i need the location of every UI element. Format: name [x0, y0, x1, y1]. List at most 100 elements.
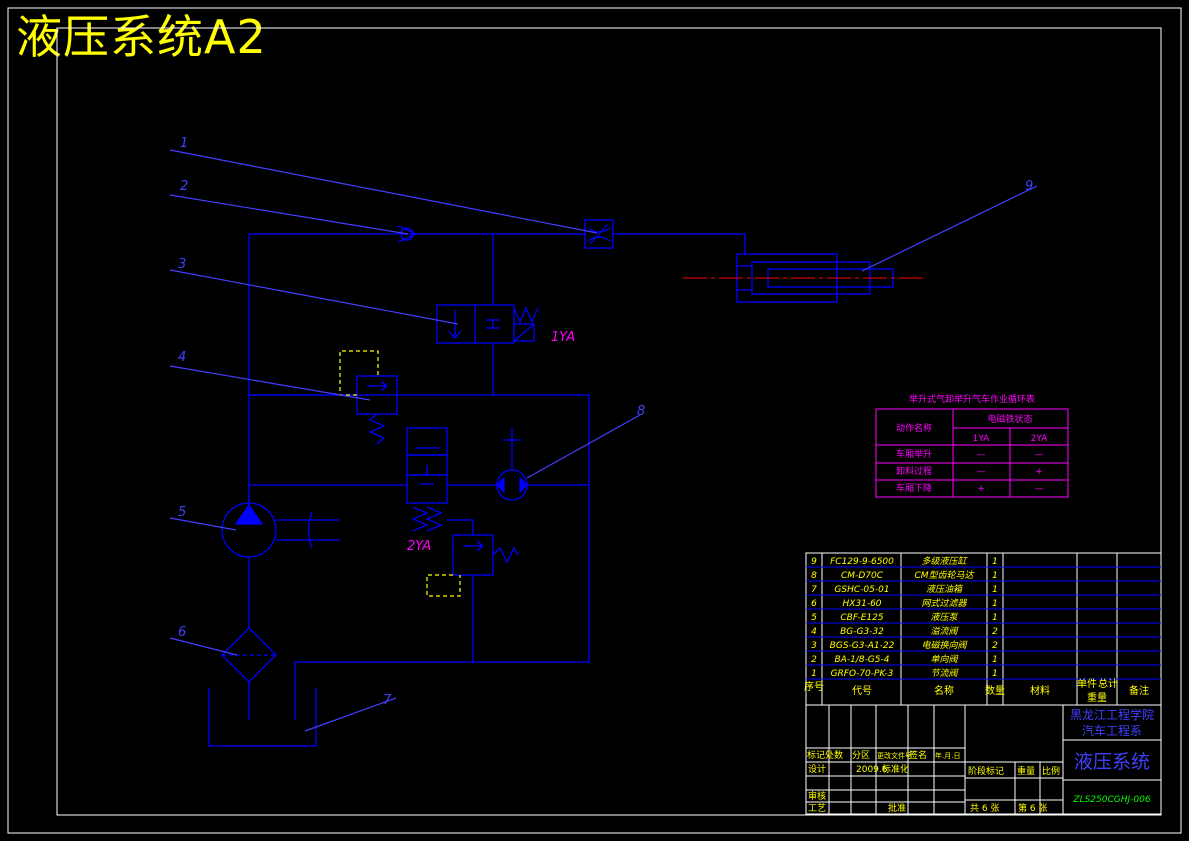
parts-header-remark: 备注 — [1129, 684, 1149, 697]
part-code: FC129-9-6500 — [830, 557, 894, 567]
part-code: BA-1/8-G5-4 — [835, 655, 890, 665]
state-row-name: 车厢举升 — [896, 448, 932, 460]
callout-labels: 1 2 3 4 5 6 7 8 9 — [178, 136, 1033, 708]
leaders — [169, 149, 1038, 732]
part-name: 溢流阀 — [930, 626, 958, 637]
part-qty: 1 — [992, 571, 998, 581]
leader-6 — [169, 637, 238, 656]
tb-design-date: 2009.6 — [856, 765, 888, 775]
tb-school: 黑龙江工程学院 — [1070, 707, 1154, 722]
parts-header-total: 总计 — [1098, 677, 1118, 690]
callout-8: 8 — [637, 404, 645, 419]
part-code: CBF-E125 — [840, 613, 884, 623]
part-no: 5 — [811, 613, 817, 623]
throttle-valve-box — [584, 219, 614, 249]
return-loop — [249, 394, 590, 663]
tb-process: 工艺 — [808, 803, 826, 814]
outer-frame — [7, 7, 1182, 834]
tb-stage-mark: 阶段标记 — [968, 765, 1004, 777]
part-code: BGS-G3-A1-22 — [830, 641, 895, 651]
parts-header-material: 材料 — [1030, 684, 1050, 697]
state-row-1ya: — — [977, 467, 986, 477]
part-name: 液压油箱 — [926, 584, 964, 595]
callout-9: 9 — [1025, 179, 1033, 194]
callout-2: 2 — [180, 179, 188, 194]
tb-approve: 批准 — [888, 802, 906, 814]
state-table: 举升式气卸举升气车作业循环表 动作名称 电磁铁状态 1YA 2YA 车厢举升 — —… — [875, 393, 1069, 498]
tb-zone: 分区 — [852, 750, 870, 761]
tb-sign: 签名 — [909, 749, 927, 761]
tb-standardize: 标准化 — [882, 763, 909, 775]
parts-header-qty: 数量 — [985, 684, 1005, 697]
part-code: CM-D70C — [841, 571, 884, 581]
relief-valve4-spring — [368, 413, 386, 445]
part-no: 3 — [811, 641, 817, 651]
tb-scale: 比例 — [1042, 765, 1060, 777]
check-valve-seat — [397, 225, 418, 243]
part-no: 6 — [811, 599, 817, 609]
callout-5: 5 — [178, 505, 186, 520]
state-row-2ya: + — [1035, 467, 1043, 477]
leader-3 — [169, 269, 459, 325]
tb-total-sheets: 共 6 张 — [970, 803, 999, 814]
throttle-valve-symbol — [587, 223, 611, 245]
solenoid-1ya-label: 1YA — [551, 330, 575, 345]
schematic — [208, 219, 894, 747]
tb-rev-header: 标记处数 — [807, 749, 843, 761]
part-name: 单向阀 — [930, 654, 958, 665]
part-qty: 1 — [992, 599, 998, 609]
part-qty: 1 — [992, 585, 998, 595]
tb-dept: 汽车工程系 — [1082, 723, 1142, 738]
part-qty: 1 — [992, 669, 998, 679]
leader-4 — [169, 365, 371, 401]
tb-weight: 重量 — [1017, 765, 1035, 777]
state-header-1ya: 1YA — [973, 434, 991, 444]
valve-2ya-spring — [411, 506, 443, 532]
callout-4: 4 — [178, 350, 186, 365]
pilot-line-lower — [426, 574, 461, 597]
state-header-state: 电磁铁状态 — [987, 413, 1032, 425]
callout-1: 1 — [180, 136, 188, 151]
state-row-1ya: — — [977, 450, 986, 460]
top-line-c — [613, 233, 746, 254]
state-row-2ya: — — [1035, 484, 1044, 494]
leader-7 — [304, 697, 397, 732]
callout-7: 7 — [383, 693, 392, 708]
drawing-title: 液压系统A2 — [16, 10, 267, 64]
pilot-line-4 — [339, 350, 379, 396]
state-row-1ya: + — [977, 484, 985, 494]
state-header-action: 动作名称 — [896, 422, 932, 434]
state-row-2ya: — — [1035, 450, 1044, 460]
part-code: BG-G3-32 — [840, 627, 884, 637]
parts-header-no: 序号 — [804, 680, 824, 693]
part-code: GSHC-05-01 — [834, 585, 889, 595]
part-no: 9 — [811, 557, 817, 567]
part-code: HX31-60 — [842, 599, 881, 609]
part-name: 液压泵 — [930, 612, 958, 623]
tank7 — [208, 688, 317, 747]
callout-3: 3 — [178, 257, 186, 272]
tb-sheet-no: 第 6 张 — [1018, 802, 1047, 814]
state-table-title: 举升式气卸举升气车作业循环表 — [909, 393, 1035, 405]
part-name: 节流阀 — [930, 668, 958, 679]
leader-2 — [169, 194, 409, 235]
state-header-2ya: 2YA — [1031, 434, 1049, 444]
part-name: 网式过滤器 — [921, 598, 967, 609]
tb-review: 审核 — [808, 790, 826, 802]
part-qty: 2 — [992, 641, 998, 651]
part-qty: 1 — [992, 655, 998, 665]
tb-design: 设计 — [808, 763, 826, 775]
inner-frame — [56, 27, 1162, 816]
parts-header-weight: 重量 — [1087, 691, 1107, 704]
leader-5 — [169, 517, 237, 531]
part-no: 7 — [811, 585, 817, 595]
leader-1 — [169, 149, 598, 234]
state-row-name: 车厢下降 — [896, 482, 932, 494]
state-row-name: 卸料过程 — [896, 465, 932, 477]
part-no: 2 — [811, 655, 817, 665]
part-name: CM型齿轮马达 — [914, 570, 974, 581]
valve3-spring — [513, 306, 539, 324]
parts-header-name: 名称 — [934, 684, 954, 697]
